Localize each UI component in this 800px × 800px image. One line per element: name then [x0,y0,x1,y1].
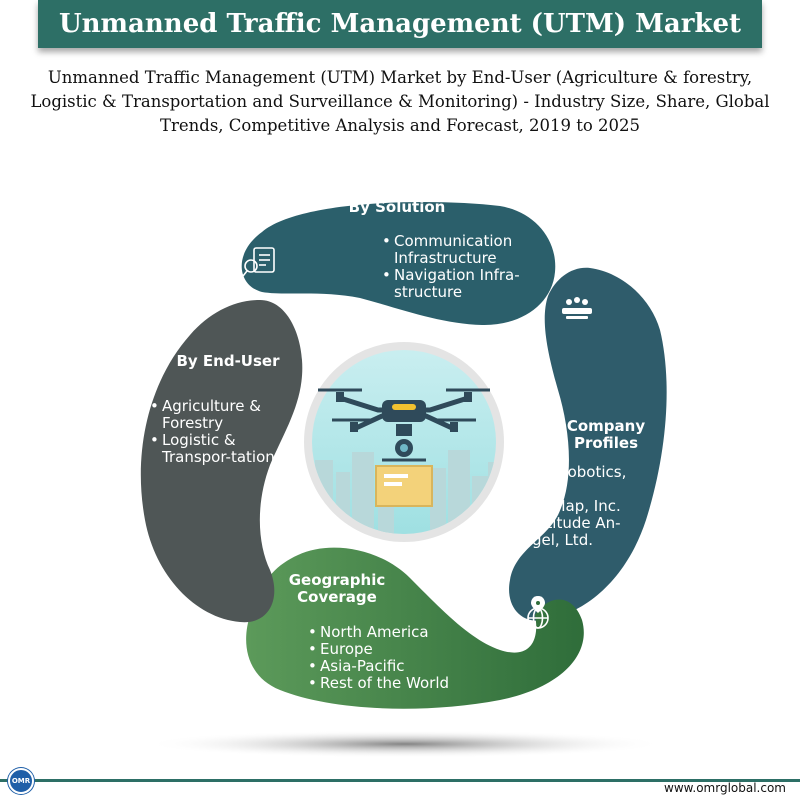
report-magnifier-icon [242,247,275,277]
list-item: Communication Infrastructure [382,233,542,267]
group-meeting-icon [562,297,592,319]
company-heading: Company Profiles [566,417,646,452]
solution-panel: By Solution [322,199,522,216]
list-item: Agriculture & Forestry [150,398,280,432]
solution-heading: By Solution [348,198,446,216]
list-item: Altitude An-gel, Ltd. [520,515,648,549]
enduser-list: Agriculture & Forestry Logistic & Transp… [150,398,280,466]
logo-text: OMR [11,777,31,785]
list-item: AirMap, Inc. [520,498,648,516]
page-subtitle: Unmanned Traffic Management (UTM) Market… [30,68,770,135]
drone-illustration [318,388,490,507]
list-item: North America [308,624,488,642]
list-item: Europe [308,641,488,659]
globe-pin-icon [527,596,549,629]
floor-shadow [145,730,665,758]
enduser-heading: By End-User [176,352,280,370]
company-list: 3D Robotics, Inc. AirMap, Inc. Altitude … [520,464,648,549]
list-item: Rest of the World [308,675,488,693]
list-item: Asia-Pacific [308,658,488,676]
list-item: 3D Robotics, Inc. [520,464,648,498]
list-item: Navigation Infra-structure [382,267,542,301]
omr-logo[interactable]: OMR [8,768,34,794]
list-item: Logistic & Transpor-tation [150,432,280,466]
geography-list: North America Europe Asia-Pacific Rest o… [308,624,488,693]
website-link[interactable]: www.omrglobal.com [664,781,786,795]
solution-list: Communication Infrastructure Navigation … [382,233,542,301]
page-title: Unmanned Traffic Management (UTM) Market [38,0,762,48]
footer-bar [0,779,800,782]
geography-heading: Geographic Coverage [288,571,386,606]
